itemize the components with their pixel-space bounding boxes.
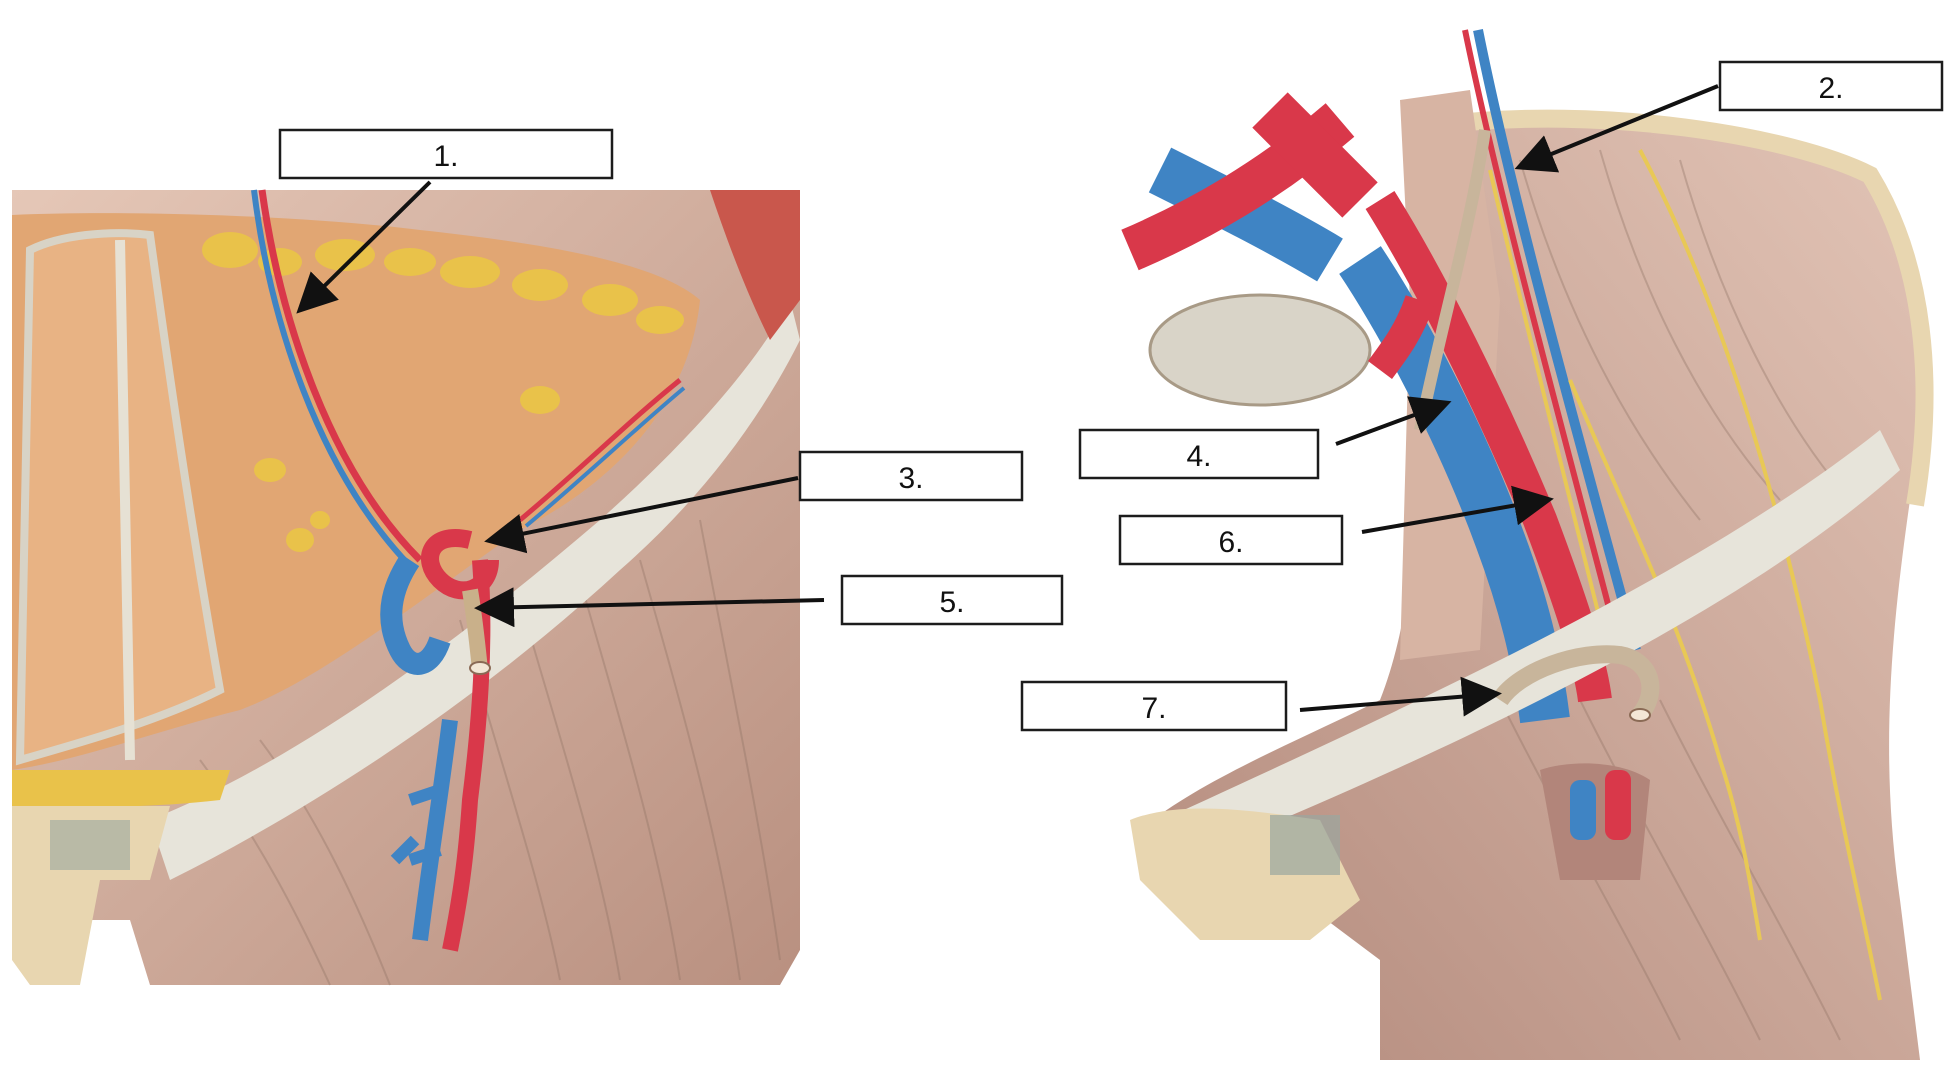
right-femoral-artery-stub (1605, 770, 1631, 840)
left-muscle-fibres (199, 519, 781, 986)
right-femoral-vein-stub (1570, 780, 1596, 840)
label-7-box[interactable] (1020, 680, 1288, 732)
left-cord-cut-end (469, 661, 491, 675)
right-ductus-deferens-loop (1492, 645, 1660, 721)
right-lateral-femoral-cutaneous-nerve (1638, 149, 1882, 1001)
right-vertebral-disc (1148, 293, 1372, 407)
arrow-3 (484, 476, 799, 554)
label-2-text: 2. (1818, 72, 1843, 105)
left-external-iliac-vein (380, 553, 451, 675)
label-4-box[interactable] (1078, 428, 1320, 480)
arrow-2 (1514, 84, 1719, 173)
right-gonadal-artery (1462, 29, 1623, 651)
label-3-text: 3. (898, 462, 923, 495)
label-2[interactable]: 2. (1718, 60, 1944, 112)
label-3-box[interactable] (798, 450, 1024, 502)
right-inguinal-ligament (1140, 430, 1900, 870)
label-1-text: 1. (433, 140, 458, 173)
right-illustration (1121, 29, 1934, 1060)
arrow-1 (296, 180, 432, 314)
label-3[interactable]: 3. (798, 450, 1024, 502)
arrow-5 (474, 587, 825, 628)
label-2-box[interactable] (1718, 60, 1944, 112)
left-deep-circumflex-vein (524, 386, 686, 528)
arrow-6 (1361, 485, 1554, 534)
label-6-text: 6. (1218, 526, 1243, 559)
label-6-box[interactable] (1118, 514, 1344, 566)
left-spermatic-cord (462, 588, 488, 671)
left-inferior-epigastric-vein (251, 189, 413, 569)
right-gonadal-vein (1473, 29, 1641, 652)
right-muscle-fibres (1499, 149, 1851, 1041)
label-1[interactable]: 1. (278, 128, 614, 180)
label-6[interactable]: 6. (1118, 514, 1344, 566)
left-inguinal-ligament (150, 300, 800, 880)
arrow-4 (1335, 396, 1452, 446)
right-iliac-crest (1438, 109, 1934, 507)
left-skin-edge (710, 190, 800, 340)
right-cord-cut-end (1629, 708, 1651, 722)
left-illustration (12, 189, 800, 986)
left-femoral-vein (412, 719, 458, 941)
right-pubic-symphysis (1270, 815, 1340, 875)
left-deep-circumflex-vessels (518, 378, 682, 522)
right-left-common-iliac-vein (1148, 147, 1343, 282)
label-1-box[interactable] (278, 128, 614, 180)
right-genitofemoral-nerve (1488, 169, 1602, 621)
left-vein-branches (390, 784, 442, 866)
right-aortic-stub (1252, 92, 1378, 218)
arrow-7 (1299, 676, 1502, 717)
left-pubic-symphysis (50, 820, 130, 870)
right-ureter (1414, 129, 1491, 432)
label-5-text: 5. (939, 586, 964, 619)
label-5-box[interactable] (840, 574, 1064, 626)
left-inferior-epigastric-artery (258, 189, 423, 563)
label-4-text: 4. (1186, 440, 1211, 473)
label-7-text: 7. (1141, 692, 1166, 725)
left-fat-deposits (202, 232, 684, 552)
left-linea-alba (115, 239, 135, 761)
label-callouts: 1. 2. 3. 4. 5. 6. (278, 60, 1944, 732)
right-femoral-nerve (1568, 379, 1762, 941)
label-4[interactable]: 4. (1078, 428, 1320, 480)
right-internal-iliac-artery (1367, 294, 1435, 379)
label-5[interactable]: 5. (840, 574, 1064, 626)
label-7[interactable]: 7. (1020, 680, 1288, 732)
left-pubic-fat-band (12, 770, 230, 808)
